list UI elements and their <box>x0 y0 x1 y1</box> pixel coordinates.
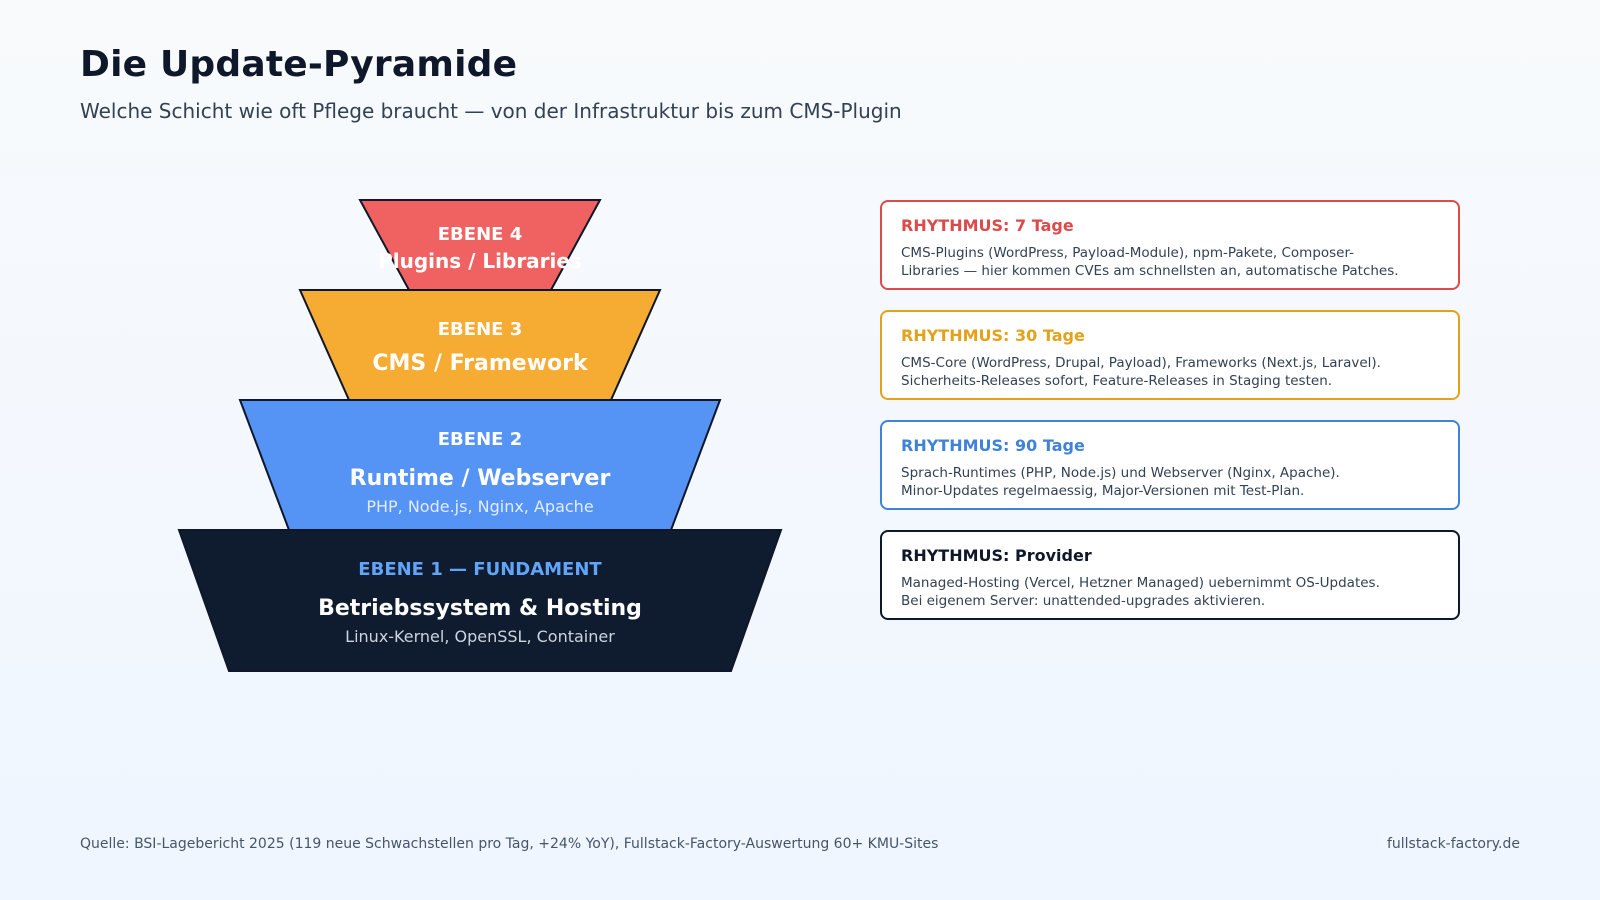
page-subtitle: Welche Schicht wie oft Pflege braucht — … <box>80 99 902 123</box>
pyramid-layer-1: EBENE 1 — FUNDAMENT Betriebssystem & Hos… <box>177 529 783 672</box>
pyramid-layer-3-level: EBENE 3 <box>438 319 522 340</box>
rhythm-card-90-days: RHYTHMUS: 90 Tage Sprach-Runtimes (PHP, … <box>880 420 1460 510</box>
pyramid-layer-2-title: Runtime / Webserver <box>350 466 611 491</box>
rhythm-card-line: CMS-Plugins (WordPress, Payload-Module),… <box>901 245 1355 261</box>
pyramid-layer-2: EBENE 2 Runtime / Webserver PHP, Node.js… <box>238 399 722 531</box>
rhythm-card-heading: RHYTHMUS: 30 Tage <box>901 326 1085 345</box>
rhythm-card-line: Minor-Updates regelmaessig, Major-Versio… <box>901 483 1305 499</box>
rhythm-card-line: Managed-Hosting (Vercel, Hetzner Managed… <box>901 575 1380 591</box>
rhythm-card-heading: RHYTHMUS: 7 Tage <box>901 216 1074 235</box>
pyramid-layer-4-level: EBENE 4 <box>438 224 522 245</box>
rhythm-card-30-days: RHYTHMUS: 30 Tage CMS-Core (WordPress, D… <box>880 310 1460 400</box>
rhythm-card-provider: RHYTHMUS: Provider Managed-Hosting (Verc… <box>880 530 1460 620</box>
page-title: Die Update-Pyramide <box>80 44 518 85</box>
footer-source: Quelle: BSI-Lagebericht 2025 (119 neue S… <box>80 836 939 852</box>
pyramid-layer-2-level: EBENE 2 <box>438 429 522 450</box>
pyramid-layer-4: EBENE 4 Plugins / Libraries <box>358 199 602 291</box>
pyramid-layer-1-detail: Linux-Kernel, OpenSSL, Container <box>345 627 615 646</box>
rhythm-card-line: Libraries — hier kommen CVEs am schnells… <box>901 263 1399 279</box>
rhythm-card-line: Sicherheits-Releases sofort, Feature-Rel… <box>901 373 1333 389</box>
rhythm-card-7-days: RHYTHMUS: 7 Tage CMS-Plugins (WordPress,… <box>880 200 1460 290</box>
pyramid-layer-1-title: Betriebssystem & Hosting <box>318 596 642 621</box>
rhythm-card-line: CMS-Core (WordPress, Drupal, Payload), F… <box>901 355 1381 371</box>
rhythm-card-heading: RHYTHMUS: Provider <box>901 546 1092 565</box>
rhythm-card-heading: RHYTHMUS: 90 Tage <box>901 436 1085 455</box>
footer-brand[interactable]: fullstack-factory.de <box>1386 836 1520 852</box>
pyramid-layer-4-title: Plugins / Libraries <box>378 249 582 273</box>
pyramid-layer-3-title: CMS / Framework <box>372 351 589 376</box>
rhythm-card-line: Sprach-Runtimes (PHP, Node.js) und Webse… <box>901 465 1340 481</box>
rhythm-card-line: Bei eigenem Server: unattended-upgrades … <box>901 593 1266 609</box>
pyramid-layer-3-shape <box>298 289 662 401</box>
pyramid-layer-2-detail: PHP, Node.js, Nginx, Apache <box>366 497 593 516</box>
pyramid-layer-1-level: EBENE 1 — FUNDAMENT <box>358 559 602 580</box>
pyramid-layer-3: EBENE 3 CMS / Framework <box>298 289 662 401</box>
pyramid-layer-4-shape <box>358 199 602 291</box>
